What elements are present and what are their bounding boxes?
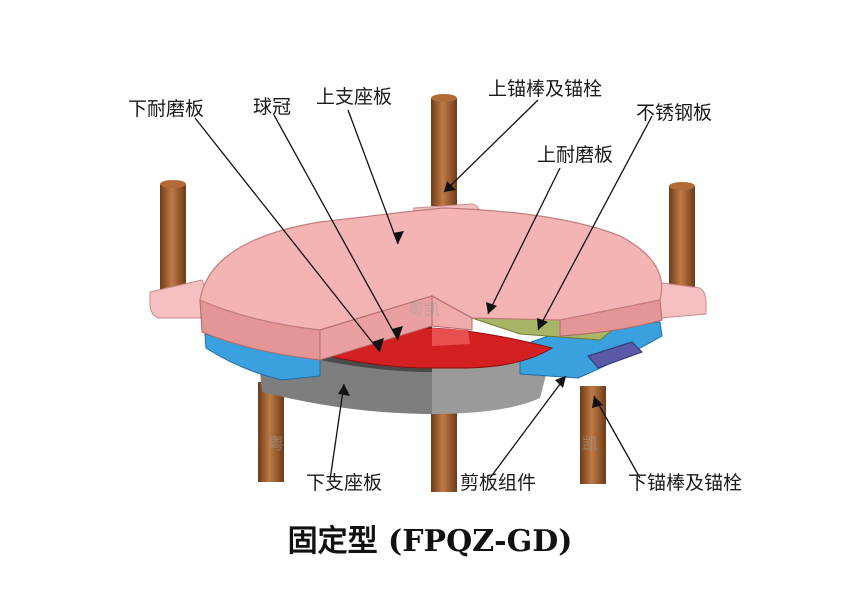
anchor-bolt-back-left <box>160 180 186 296</box>
label-upper-wear-plate: 上耐磨板 <box>537 144 614 166</box>
watermark-right: 凯 <box>582 434 599 453</box>
label-upper-anchor-bolts: 上锚棒及锚栓 <box>488 78 603 100</box>
spherical-crown-highlight <box>432 328 470 346</box>
leader-lines <box>194 99 653 481</box>
watermark-center: 粤凯 <box>408 300 441 319</box>
label-lower-wear-plate: 下耐磨板 <box>128 98 205 120</box>
leader-arrows <box>338 181 603 408</box>
watermark-left: 粤 <box>268 434 285 453</box>
label-upper-seat-plate: 上支座板 <box>316 86 393 108</box>
label-lower-seat-plate: 下支座板 <box>306 472 383 494</box>
anchor-bolt-back-right <box>669 182 695 298</box>
cut-face-right <box>431 295 473 331</box>
upper-seat-plate-top <box>199 207 663 331</box>
ear-lug-right <box>651 281 707 319</box>
label-shear-assembly: 剪板组件 <box>460 472 537 494</box>
anchor-bolt-lower-left <box>258 382 284 482</box>
label-stainless-steel-plate: 不锈钢板 <box>636 102 713 124</box>
upper-seat-plate-side-right <box>559 299 663 337</box>
diagram-title: 固定型 (FPQZ-GD) <box>287 524 573 559</box>
label-spherical-crown: 球冠 <box>253 96 292 118</box>
blue-small-block <box>587 341 643 369</box>
label-lower-anchor-bolts: 下锚棒及锚栓 <box>628 472 743 494</box>
